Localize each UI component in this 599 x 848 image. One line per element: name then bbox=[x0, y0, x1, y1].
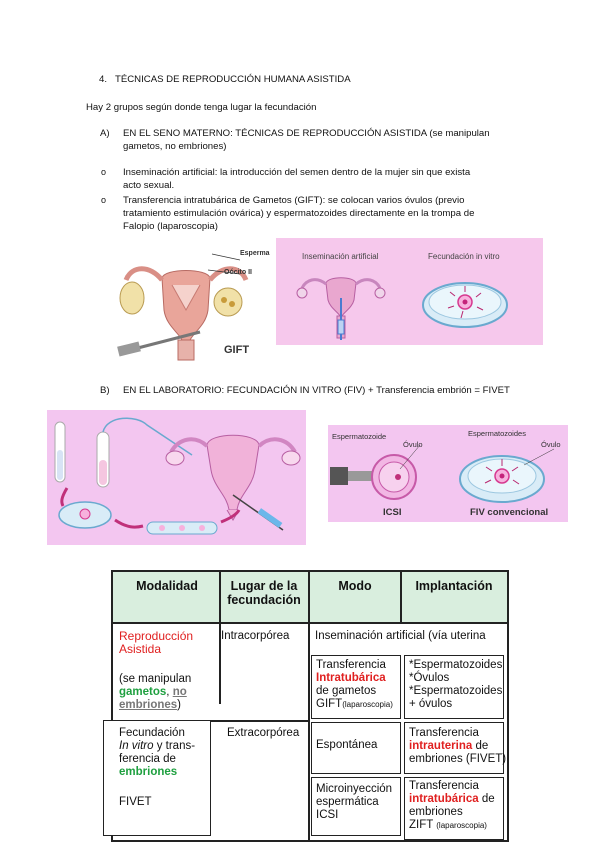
ferencia-de: ferencia de bbox=[119, 753, 176, 765]
fecundacion: Fecundación bbox=[119, 727, 185, 739]
fivet-illustration bbox=[47, 410, 306, 545]
se-manipulan: (se manipulan bbox=[119, 673, 192, 685]
icsi-label-espermatozoide: Espermatozoide bbox=[332, 432, 387, 441]
table-header-bg bbox=[113, 572, 507, 622]
gift-label: GIFT bbox=[224, 344, 250, 356]
gift-de-gametos: de gametos bbox=[316, 685, 377, 697]
summary-table: Modalidad Lugar de la fecundación Modo I… bbox=[103, 570, 509, 842]
impl-item: *Espermatozoides bbox=[409, 685, 503, 697]
fivet-label: FIVET bbox=[119, 796, 152, 808]
gift-gift: GIFT(laparoscopia) bbox=[316, 698, 393, 710]
header-modalidad: Modalidad bbox=[136, 579, 198, 593]
gift-box bbox=[311, 655, 401, 719]
zift-embriones: embriones bbox=[409, 806, 463, 818]
intrauterina-line: intrauterina de bbox=[409, 740, 489, 752]
fiv-label-ovulo: Óvulo bbox=[541, 440, 561, 449]
intratubarica-line: intratubárica de bbox=[409, 793, 495, 805]
gift-label-oocito: Oócito II bbox=[224, 269, 252, 276]
zift-line: ZIFT (laparoscopia) bbox=[409, 819, 487, 831]
header-implantacion: Implantación bbox=[415, 579, 493, 593]
gametos-line: gametos, no bbox=[119, 686, 187, 698]
embriones-gray: embriones bbox=[119, 699, 178, 711]
bullet-2-line1: Transferencia intratubárica de Gametos (… bbox=[123, 195, 465, 206]
bullet-2-line2: tratamiento estimulación ovárica) y espe… bbox=[123, 208, 475, 219]
section-a-label: A) bbox=[100, 128, 110, 139]
implant-box-gift bbox=[404, 655, 504, 719]
fivet-transferencia: Transferencia bbox=[409, 727, 479, 739]
zift-transferencia: Transferencia bbox=[409, 780, 479, 792]
implant-box-fivet bbox=[404, 722, 504, 774]
espermatica: espermática bbox=[316, 796, 379, 808]
espontanea: Espontánea bbox=[316, 739, 378, 751]
no-word: no bbox=[172, 686, 187, 698]
reproduccion-asistida: Reproducción Asistida bbox=[119, 629, 194, 656]
icsi-label-ovulo: Óvulo bbox=[403, 440, 423, 449]
header-lugar: Lugar de la fecundación bbox=[227, 579, 301, 607]
section-title: 4. TÉCNICAS DE REPRODUCCIÓN HUMANA ASIST… bbox=[99, 74, 351, 85]
inseminacion-artificial: Inseminación artificial (vía uterina bbox=[315, 630, 486, 642]
fiv-label: Fecundación in vitro bbox=[428, 252, 500, 261]
implant-box-zift bbox=[404, 777, 504, 840]
gift-intratubarica: Intratubárica bbox=[316, 672, 386, 684]
section-a-line1: EN EL SENO MATERNO: TÉCNICAS DE REPRODUC… bbox=[123, 128, 490, 139]
icsi-panel bbox=[328, 425, 568, 522]
emb-fivet: embriones (FIVET) bbox=[409, 753, 507, 765]
gametos-word: gametos bbox=[119, 686, 167, 698]
header-modo: Modo bbox=[338, 579, 372, 593]
fiv-label-espermatozoides: Espermatozoides bbox=[468, 429, 526, 438]
insemination-panel bbox=[276, 238, 543, 345]
impl-item: *Espermatozoides bbox=[409, 659, 503, 671]
bullet-2-line3: Falopio (laparoscopia) bbox=[123, 221, 218, 232]
section-b-text: EN EL LABORATORIO: FECUNDACIÓN IN VITRO … bbox=[123, 385, 510, 396]
icsi-text: ICSI bbox=[316, 809, 339, 821]
extracorporea: Extracorpórea bbox=[227, 727, 300, 739]
intro-text: Hay 2 grupos según donde tenga lugar la … bbox=[86, 102, 317, 113]
embriones-line: embriones) bbox=[119, 699, 182, 711]
bullet-icon: o bbox=[101, 167, 107, 177]
embriones-green: embriones bbox=[119, 766, 178, 778]
intracorporea: Intracorpórea bbox=[221, 630, 290, 642]
gift-label-esperma: Esperma bbox=[240, 250, 270, 257]
gift-illustration bbox=[112, 240, 260, 365]
insem-label: Inseminación artificial bbox=[302, 252, 379, 261]
microinyeccion: Microinyección bbox=[316, 783, 393, 795]
gift-transferencia: Transferencia bbox=[316, 659, 386, 671]
bullet-1-line1: Inseminación artificial: la introducción… bbox=[123, 167, 471, 178]
icsi-box bbox=[311, 777, 401, 836]
in-vitro-line: In vitro y trans- bbox=[119, 740, 196, 752]
bullet-icon: o bbox=[101, 195, 107, 205]
fiv-caption: FIV convencional bbox=[470, 507, 549, 518]
impl-item: *Óvulos bbox=[409, 672, 450, 684]
icsi-caption: ICSI bbox=[383, 507, 402, 518]
bullet-1-line2: acto sexual. bbox=[123, 180, 175, 191]
section-b-label: B) bbox=[100, 385, 110, 396]
espontanea-box bbox=[311, 722, 401, 774]
impl-item: + óvulos bbox=[409, 698, 453, 710]
fivet-box bbox=[103, 720, 211, 836]
section-a-line2: gametos, no embriones) bbox=[123, 141, 227, 152]
